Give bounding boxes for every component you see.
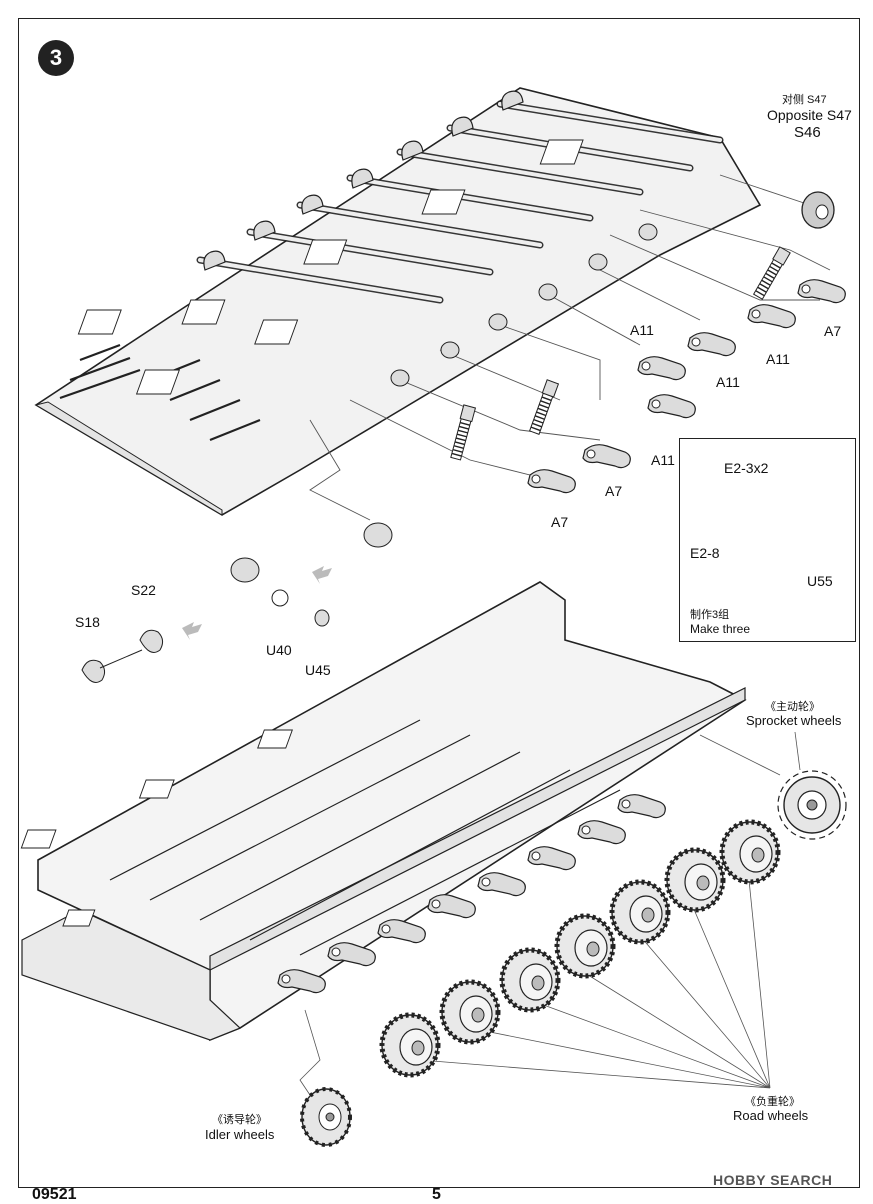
inset-box <box>679 438 856 642</box>
label-a11-b: A11 <box>630 322 654 338</box>
label-sprocket-cn: 《主动轮》 <box>765 701 820 713</box>
label-a11-a: A11 <box>766 351 790 367</box>
label-a11-c: A11 <box>716 374 740 390</box>
inset-label-e2-3x2: E2-3x2 <box>724 460 769 476</box>
leader-lines-upper <box>309 174 831 521</box>
upper-loose-parts <box>81 191 846 683</box>
step-number-badge: 3 <box>38 40 74 76</box>
label-road-cn: 《负重轮》 <box>745 1096 800 1108</box>
idler-wheel <box>300 1087 352 1147</box>
label-s18: S18 <box>75 614 100 630</box>
label-u45: U45 <box>305 662 331 678</box>
inset-label-e2-8: E2-8 <box>690 545 720 561</box>
inset-label-u55: U55 <box>807 573 833 589</box>
label-idler-cn: 《诱导轮》 <box>212 1114 267 1126</box>
upper-hull-plate <box>34 87 762 516</box>
label-a7-low: A7 <box>551 514 569 530</box>
footer-code: 09521 <box>32 1186 77 1203</box>
inset-make-cn: 制作3组 <box>690 609 730 621</box>
label-s46: S46 <box>794 124 821 141</box>
sprocket-wheel <box>777 770 847 840</box>
lower-hull <box>20 581 747 1042</box>
label-a7-mid: A7 <box>605 483 623 499</box>
page-number: 5 <box>432 1186 441 1203</box>
label-sprocket-en: Sprocket wheels <box>746 713 842 728</box>
label-a11-d: A11 <box>651 452 675 468</box>
label-idler-en: Idler wheels <box>205 1127 275 1142</box>
label-road-en: Road wheels <box>733 1108 809 1123</box>
watermark: HOBBY SEARCH <box>713 1172 833 1188</box>
label-u40: U40 <box>266 642 292 658</box>
label-a7-right: A7 <box>824 323 842 339</box>
label-s22: S22 <box>131 582 156 598</box>
label-opposite-cn: 对侧 S47 <box>782 94 827 106</box>
label-opposite-en: Opposite S47 <box>767 107 852 123</box>
inset-make-en: Make three <box>690 622 751 636</box>
